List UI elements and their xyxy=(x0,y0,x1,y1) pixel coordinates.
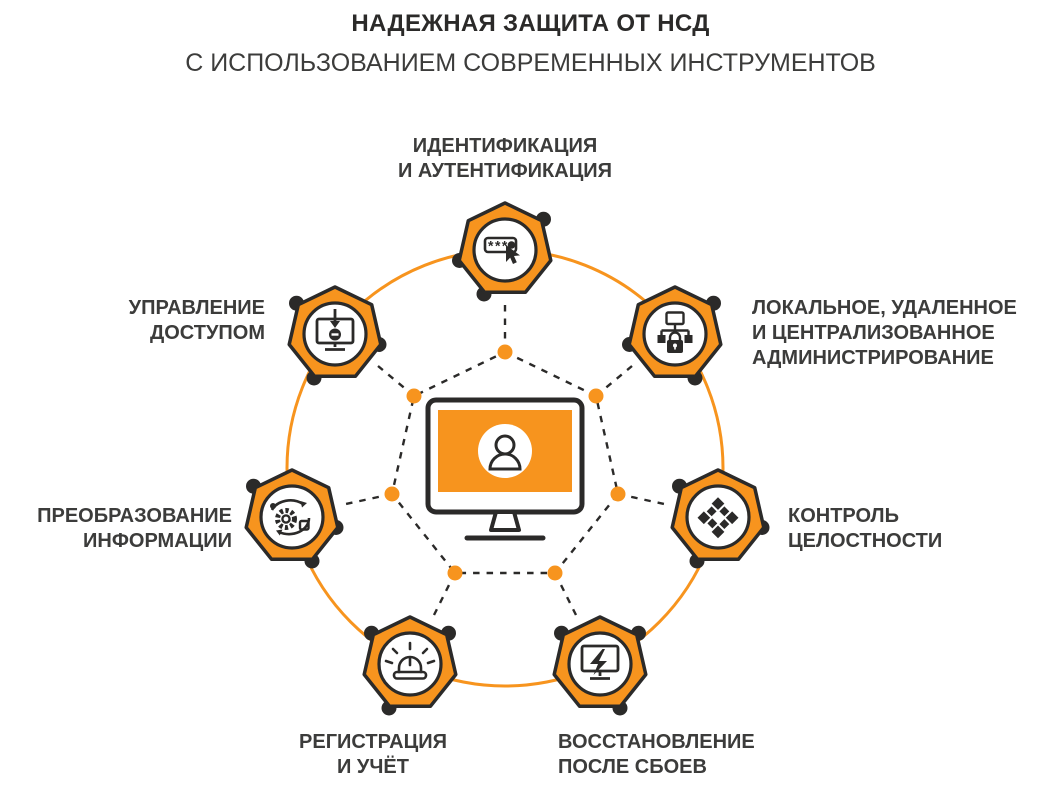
access-management-icon xyxy=(315,309,355,351)
password-mask-text: *** xyxy=(488,238,509,254)
heptagon-badge: *** xyxy=(452,201,553,302)
page-subtitle: С ИСПОЛЬЗОВАНИЕМ СОВРЕМЕННЫХ ИНСТРУМЕНТО… xyxy=(185,49,876,77)
heptagon-badge xyxy=(552,615,648,716)
web-dots xyxy=(384,344,626,581)
heptagon-badge xyxy=(287,285,387,386)
title-block: НАДЕЖНАЯ ЗАЩИТА ОТ НСД С ИСПОЛЬЗОВАНИЕМ … xyxy=(0,10,1061,78)
page-title: НАДЕЖНАЯ ЗАЩИТА ОТ НСД xyxy=(351,10,710,37)
node-access-control xyxy=(280,279,390,389)
password-entry-icon: *** xyxy=(483,236,520,264)
central-monitor-user-icon xyxy=(425,397,585,541)
heptagon-badge xyxy=(244,468,344,569)
network-lock-icon xyxy=(657,311,693,353)
dashed-heptagon xyxy=(345,305,665,616)
failure-recovery-icon xyxy=(580,644,620,680)
heptagon-badge xyxy=(362,615,458,716)
label-access-control: УПРАВЛЕНИЕ ДОСТУПОМ xyxy=(128,297,265,344)
node-transformation xyxy=(237,462,347,572)
cursor-icon xyxy=(506,245,520,264)
node-registration xyxy=(355,609,465,719)
node-administration xyxy=(620,279,730,389)
label-transformation: ПРЕОБРАЗОВАНИЕ ИНФОРМАЦИИ xyxy=(37,505,232,552)
label-identification: ИДЕНТИФИКАЦИЯ И АУТЕНТИФИКАЦИЯ xyxy=(397,135,613,182)
heptagon-badge xyxy=(670,468,770,569)
node-identification: *** xyxy=(450,195,560,305)
label-integrity: КОНТРОЛЬ ЦЕЛОСТНОСТИ xyxy=(788,505,943,552)
node-integrity xyxy=(663,462,773,572)
label-recovery: ВОССТАНОВЛЕНИЕ ПОСЛЕ СБОЕВ xyxy=(558,731,755,778)
heptagon-badge xyxy=(622,285,723,386)
node-recovery xyxy=(545,609,655,719)
data-transform-icon xyxy=(270,499,311,536)
alarm-icon xyxy=(384,641,436,680)
label-administration: ЛОКАЛЬНОЕ, УДАЛЕННОЕ И ЦЕНТРАЛИЗОВАННОЕ … xyxy=(752,297,1017,369)
label-registration: РЕГИСТРАЦИЯ И УЧЁТ xyxy=(299,731,447,778)
